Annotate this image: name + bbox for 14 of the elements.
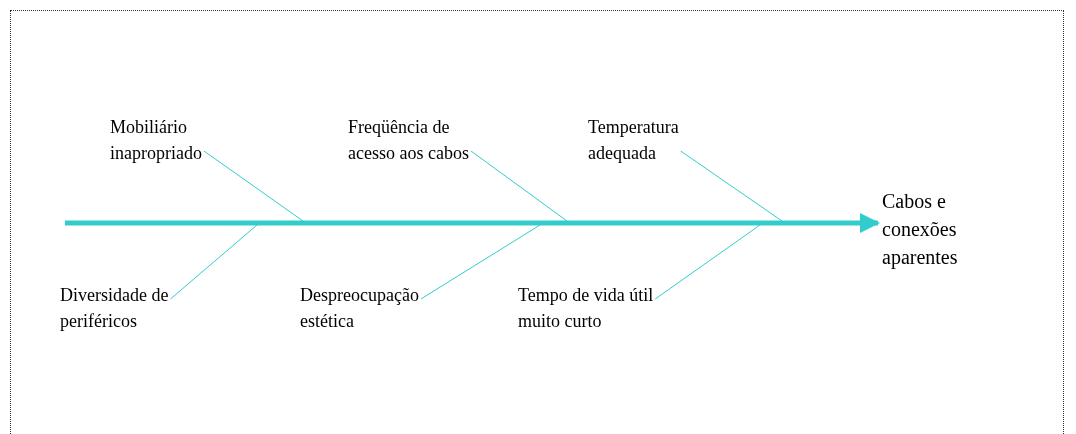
bone-line [680, 150, 783, 222]
bone-line [169, 224, 258, 300]
cause-label: Freqüência de acesso aos cabos [348, 114, 488, 166]
bone-line [420, 224, 541, 300]
bone-line [470, 150, 568, 222]
cause-label: Despreocupação estética [300, 282, 440, 334]
cause-label: Tempo de vida útil muito curto [518, 282, 678, 334]
cause-label: Mobiliário inapropriado [110, 114, 220, 166]
cause-label: Diversidade de periféricos [60, 282, 200, 334]
spine-arrow [65, 213, 880, 233]
bone-line [203, 150, 304, 222]
effect-label: Cabos e conexões aparentes [882, 187, 977, 271]
bone-line [654, 224, 761, 300]
cause-label: Temperatura adequada [588, 114, 698, 166]
